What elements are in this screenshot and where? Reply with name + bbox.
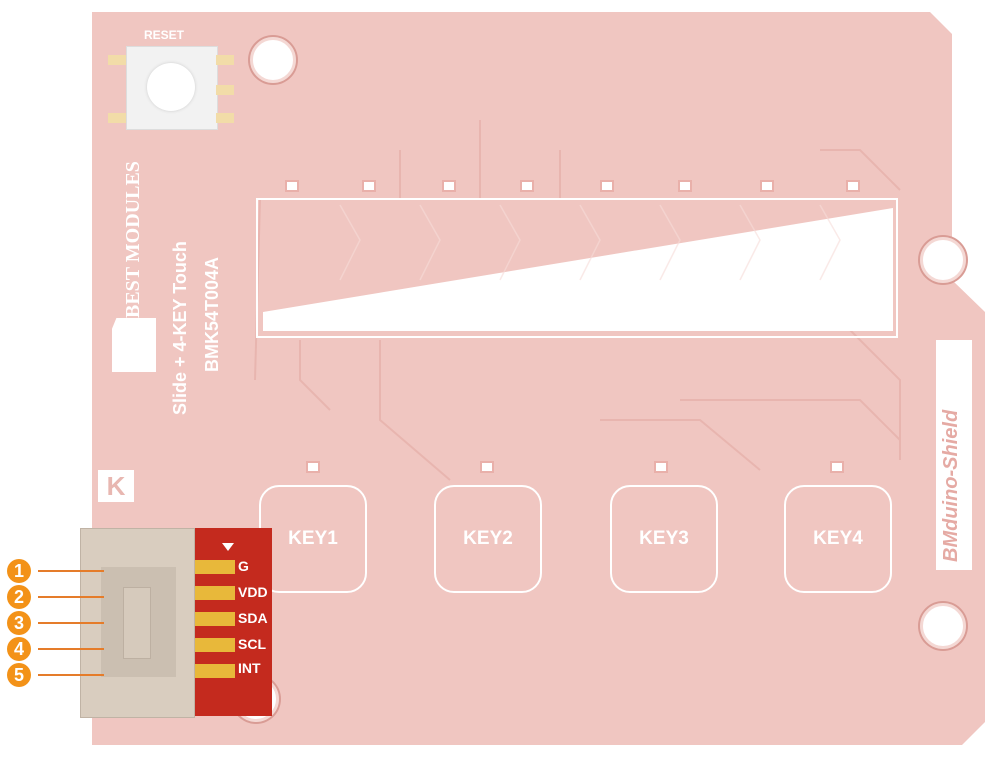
product-title: Slide + 4-KEY Touch bbox=[170, 241, 190, 415]
callout-line bbox=[38, 596, 104, 598]
pin-callout-3: 3 bbox=[7, 611, 31, 635]
pin-label-sda: SDA bbox=[238, 610, 268, 626]
led bbox=[678, 180, 692, 192]
led bbox=[306, 461, 320, 473]
slider-outline bbox=[256, 198, 898, 338]
touch-key-4[interactable]: KEY4 bbox=[784, 485, 892, 593]
mounting-hole bbox=[250, 37, 296, 83]
mounting-hole bbox=[920, 603, 966, 649]
shield-label: BMduino-Shield bbox=[940, 409, 962, 562]
led bbox=[480, 461, 494, 473]
reset-button[interactable] bbox=[126, 46, 218, 130]
callout-line bbox=[38, 570, 104, 572]
led bbox=[760, 180, 774, 192]
mounting-hole bbox=[920, 237, 966, 283]
pin-callout-1: 1 bbox=[7, 559, 31, 583]
pin-callout-4: 4 bbox=[7, 637, 31, 661]
best-modules-logo bbox=[112, 318, 156, 372]
pin1-arrow-icon bbox=[222, 543, 234, 551]
reset-label: RESET bbox=[144, 28, 185, 42]
pin-label-vdd: VDD bbox=[238, 584, 268, 600]
pin-label-scl: SCL bbox=[238, 636, 266, 652]
pin-callout-2: 2 bbox=[7, 585, 31, 609]
callout-line bbox=[38, 622, 104, 624]
led bbox=[846, 180, 860, 192]
touch-key-3[interactable]: KEY3 bbox=[610, 485, 718, 593]
touch-key-2[interactable]: KEY2 bbox=[434, 485, 542, 593]
part-number: BMK54T004A bbox=[202, 256, 222, 372]
connector-housing bbox=[80, 528, 195, 718]
pin-label-g: G bbox=[238, 558, 249, 574]
brand-logo-text: BEST MODULES bbox=[122, 161, 144, 318]
connector-marker: K bbox=[98, 470, 134, 502]
led bbox=[654, 461, 668, 473]
callout-line bbox=[38, 648, 104, 650]
callout-line bbox=[38, 674, 104, 676]
pin-label-int: INT bbox=[238, 660, 261, 676]
led bbox=[442, 180, 456, 192]
led bbox=[362, 180, 376, 192]
touch-key-1[interactable]: KEY1 bbox=[259, 485, 367, 593]
led bbox=[285, 180, 299, 192]
shield-label-box bbox=[936, 340, 972, 570]
led bbox=[830, 461, 844, 473]
led bbox=[520, 180, 534, 192]
led bbox=[600, 180, 614, 192]
reset-button-cap bbox=[147, 63, 195, 111]
pin-callout-5: 5 bbox=[7, 663, 31, 687]
slider-wedge bbox=[263, 208, 893, 331]
